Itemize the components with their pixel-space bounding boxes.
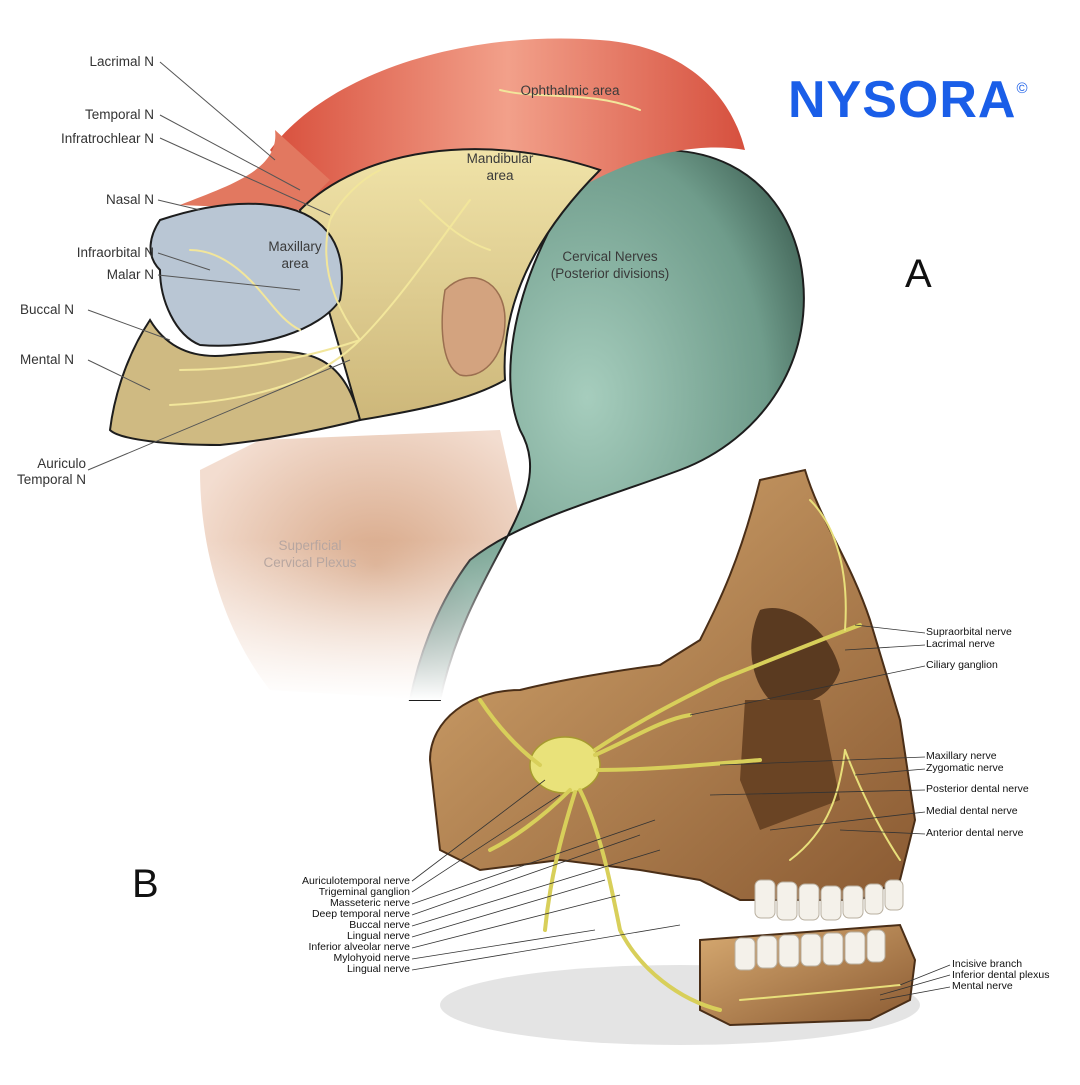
label-mental-n: Mental N: [19, 352, 74, 367]
label-posterior-dental-nerve: Posterior dental nerve: [926, 783, 1029, 795]
label-anterior-dental-nerve: Anterior dental nerve: [926, 827, 1024, 839]
label-maxillary-nerve: Maxillary nerve: [926, 750, 997, 762]
label-infratrochlear-n: Infratrochlear N: [60, 131, 154, 146]
label-deep-temporal-nerve: Deep temporal nerve: [311, 908, 410, 920]
label-mental-nerve: Mental nerve: [952, 980, 1013, 992]
label-temporal-n: Temporal N: [84, 107, 154, 122]
ear: [441, 277, 506, 377]
label-zygomatic-nerve: Zygomatic nerve: [926, 762, 1004, 774]
lower-face: [108, 318, 362, 447]
orbit-cavity: [751, 608, 840, 704]
lower-teeth: [734, 929, 886, 971]
fine-nerves: [739, 499, 901, 1001]
label-lingual-nerve-2: Lingual nerve: [346, 963, 410, 975]
panel-letter-b: B: [132, 862, 159, 906]
sinus-cavity: [740, 700, 840, 830]
label-lacrimal-nerve: Lacrimal nerve: [926, 638, 995, 650]
panel-a-leader-lines: [87, 61, 351, 471]
label-trigeminal-ganglion: Trigeminal ganglion: [318, 886, 410, 898]
forehead-region: [180, 130, 330, 210]
label-infraorbital-n: Infraorbital N: [76, 245, 154, 260]
maxillary-area: [149, 202, 343, 347]
label-inferior-dental-plexus: Inferior dental plexus: [952, 969, 1050, 981]
skull-figure: [428, 468, 920, 1045]
label-lacrimal-n: Lacrimal N: [89, 54, 154, 69]
label-incisive-branch: Incisive branch: [952, 958, 1023, 970]
mandibular-area: [298, 148, 602, 422]
upper-teeth: [754, 879, 904, 921]
label-inferior-alveolar-nerve: Inferior alveolar nerve: [308, 941, 410, 953]
label-buccal-n: Buccal N: [19, 302, 74, 317]
label-masseteric-nerve: Masseteric nerve: [330, 897, 410, 909]
label-lingual-nerve: Lingual nerve: [346, 930, 410, 942]
nysora-logo: NYSORA©: [788, 71, 1029, 129]
label-auriculo: Auriculo: [37, 456, 86, 471]
label-auriculo-temporal-n: Temporal N: [16, 472, 86, 487]
panel-letter-a: A: [905, 252, 932, 296]
label-supraorbital-nerve: Supraorbital nerve: [926, 626, 1012, 638]
label-auriculotemporal-nerve: Auriculotemporal nerve: [302, 875, 410, 887]
area-cervical: Cervical Nerves(Posterior divisions): [550, 249, 670, 281]
label-buccal-nerve: Buccal nerve: [349, 919, 410, 931]
label-medial-dental-nerve: Medial dental nerve: [926, 805, 1018, 817]
label-ciliary-ganglion: Ciliary ganglion: [926, 659, 998, 671]
label-mylohyoid-nerve: Mylohyoid nerve: [333, 952, 410, 964]
face-nerve-branches: [169, 89, 641, 406]
label-nasal-n: Nasal N: [105, 192, 154, 207]
panel-b-leader-lines: [411, 624, 951, 1001]
area-ophthalmic: Ophthalmic area: [520, 83, 620, 98]
label-malar-n: Malar N: [106, 267, 154, 282]
